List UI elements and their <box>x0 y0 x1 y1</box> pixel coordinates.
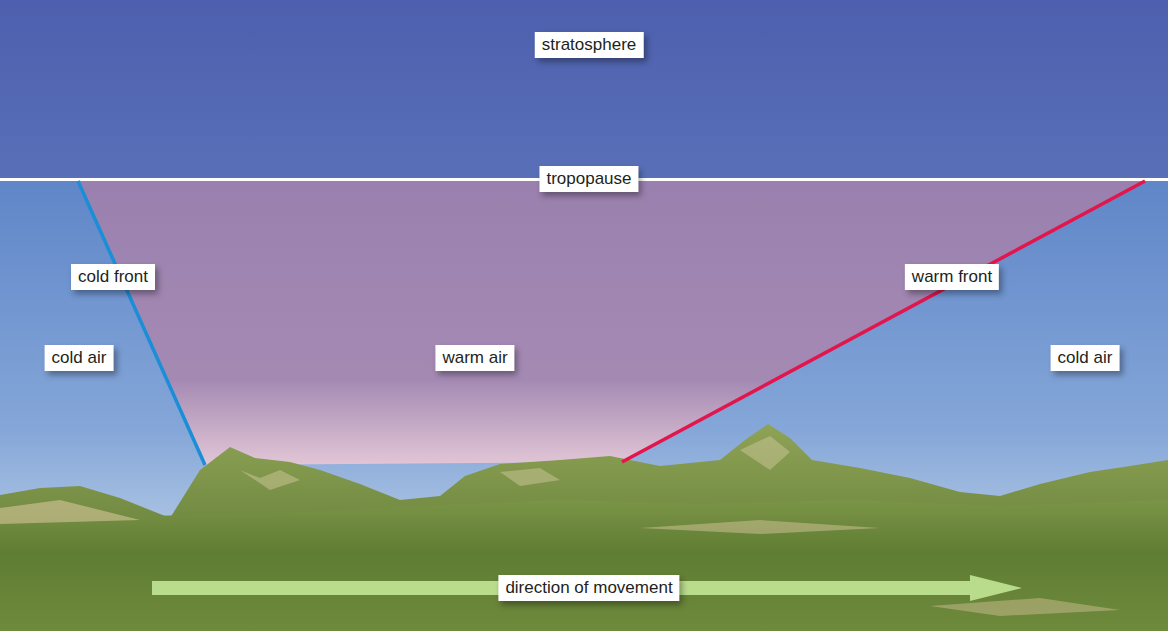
ground <box>0 500 1168 631</box>
sky <box>0 180 1168 631</box>
region-label: cold front <box>71 264 155 290</box>
stratosphere-band <box>0 0 1168 179</box>
movement-arrow-head <box>970 575 1022 601</box>
region-label: cold air <box>1051 345 1120 371</box>
region-label: stratosphere <box>535 32 644 58</box>
mountains <box>0 424 1168 631</box>
region-label: tropopause <box>539 166 638 192</box>
warm-front-line <box>622 181 1145 462</box>
rock-face <box>240 436 790 490</box>
sand-patch <box>0 500 140 524</box>
region-label: cold air <box>45 345 114 371</box>
sand-patch <box>640 520 880 534</box>
region-label: direction of movement <box>498 575 679 601</box>
warm-air-mass <box>78 181 1145 465</box>
region-label: warm air <box>435 345 514 371</box>
region-label: warm front <box>905 264 999 290</box>
cold-front-line <box>78 181 205 465</box>
sand-patch <box>930 598 1120 616</box>
